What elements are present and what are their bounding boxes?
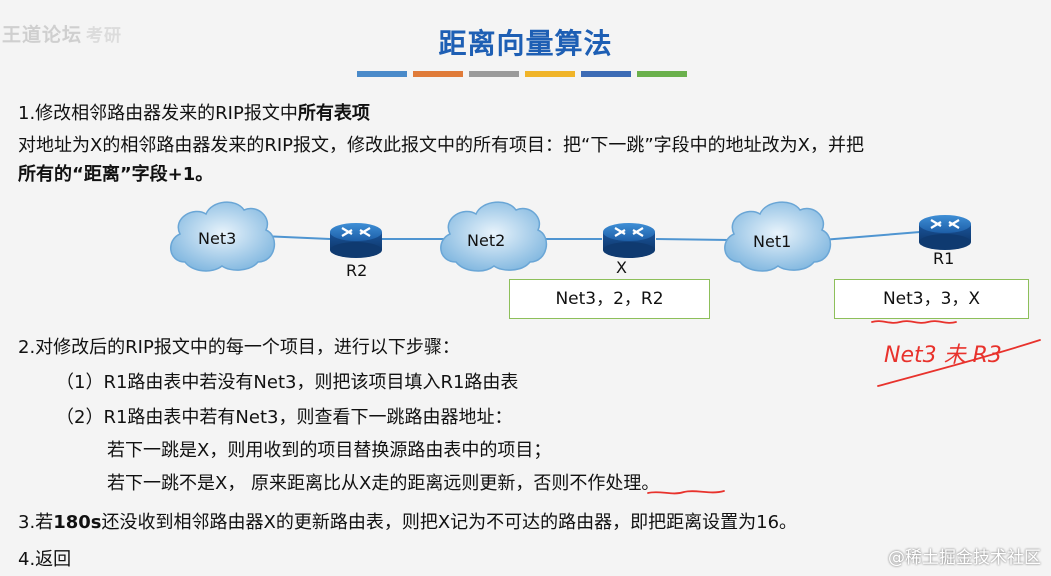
- step2-sub2b: 若下一跳不是X， 原来距离比从X走的距离远则更新，否则不作处理。: [107, 473, 660, 494]
- step1-heading-bold: 所有表项: [297, 103, 370, 124]
- step2-sub1: （1）R1路由表中若没有Net3，则把该项目填入R1路由表: [56, 372, 519, 393]
- handwritten-note: Net3 未 R3: [884, 343, 1002, 368]
- route-entry-box-r1: Net3，3，X: [834, 279, 1029, 319]
- cloud-net2: [440, 201, 548, 272]
- link-lines: [261, 231, 921, 241]
- route-entry-box-x: Net3，2，R2: [509, 279, 710, 319]
- step3-rest: 还没收到相邻路由器X的更新路由表，则把X记为不可达的路由器，即把距离设置为16。: [101, 512, 798, 533]
- router-label-x: X: [616, 258, 627, 277]
- watermark-logo: 王道论坛考研: [2, 20, 122, 47]
- accent-bar: [637, 71, 687, 77]
- step1-line1: 对地址为X的相邻路由器发来的RIP报文，修改此报文中的所有项目：把“下一跳”字段…: [18, 135, 864, 156]
- router-label-r2: R2: [346, 261, 368, 280]
- step3-text: 3.若180s还没收到相邻路由器X的更新路由表，则把X记为不可达的路由器，即把距…: [18, 508, 797, 534]
- handwriting-annotations: [647, 313, 1041, 495]
- accent-bar: [469, 71, 519, 77]
- accent-bar: [357, 71, 407, 77]
- cloud-label-net1: Net1: [753, 232, 792, 251]
- step2-sub2a: 若下一跳是X，则用收到的项目替换源路由表中的项目；: [107, 440, 552, 461]
- router-r1-icon: [919, 215, 971, 250]
- step3-bold: 180s: [53, 512, 102, 533]
- strike-line: [877, 339, 1041, 387]
- accent-bar: [525, 71, 575, 77]
- watermark-brand: 王道论坛: [2, 24, 83, 46]
- router-label-r1: R1: [933, 249, 955, 268]
- step1-line2: 所有的“距离”字段+1。: [18, 164, 214, 185]
- cloud-label-net2: Net2: [467, 231, 506, 250]
- accent-bar: [581, 71, 631, 77]
- router-r2-icon: [330, 223, 382, 258]
- router-x-icon: [603, 223, 655, 258]
- slide-title: 距离向量算法: [438, 27, 613, 60]
- cloud-net1: [724, 201, 832, 272]
- watermark-suffix: 考研: [86, 26, 123, 46]
- step3-prefix: 3.若: [18, 512, 54, 533]
- step1-heading: 1.修改相邻路由器发来的RIP报文中所有表项: [18, 99, 370, 125]
- underline-not-processed: [647, 490, 725, 495]
- corner-watermark: @稀土掘金技术社区: [888, 548, 1041, 568]
- accent-bar: [413, 71, 463, 77]
- step1-heading-text: 1.修改相邻路由器发来的RIP报文中: [18, 103, 298, 124]
- cloud-net3: [170, 201, 276, 272]
- step2-sub2: （2）R1路由表中若有Net3，则查看下一跳路由器地址：: [56, 407, 513, 428]
- step2-heading: 2.对修改后的RIP报文中的每一个项目，进行以下步骤：: [18, 337, 460, 358]
- step4-text: 4.返回: [18, 549, 72, 570]
- cloud-label-net3: Net3: [198, 229, 237, 248]
